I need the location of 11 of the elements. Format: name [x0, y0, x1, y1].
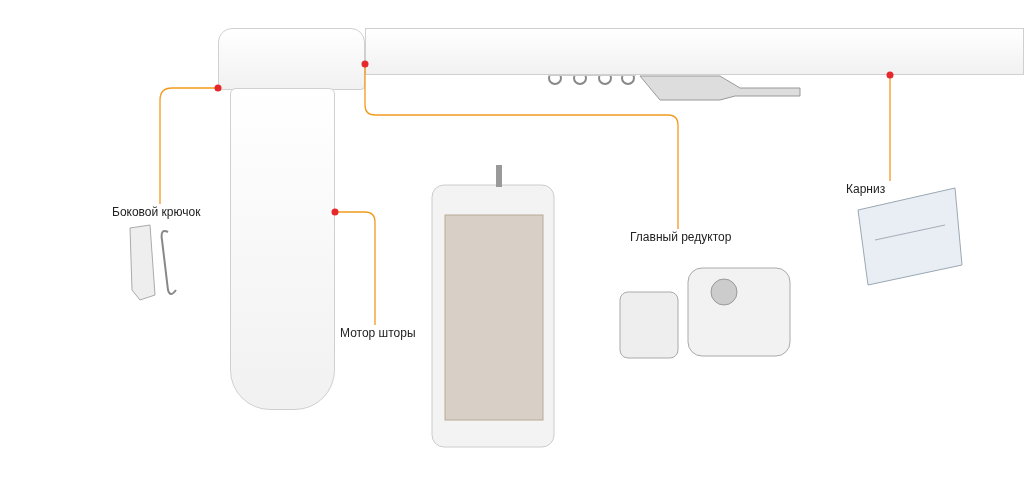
motor-tube-drawing	[230, 88, 335, 410]
part-label: Карниз	[846, 182, 886, 196]
curtain-rail-drawing	[365, 28, 1024, 75]
part-label: Мотор шторы	[340, 326, 416, 340]
part-label: Боковой крючок	[112, 205, 201, 219]
part-label: Главный редуктор	[630, 230, 732, 244]
leader-line	[886, 71, 894, 182]
leader-line	[159, 84, 222, 205]
leader-line	[331, 208, 376, 326]
motor-head-drawing	[218, 28, 365, 90]
leader-line	[361, 60, 679, 230]
